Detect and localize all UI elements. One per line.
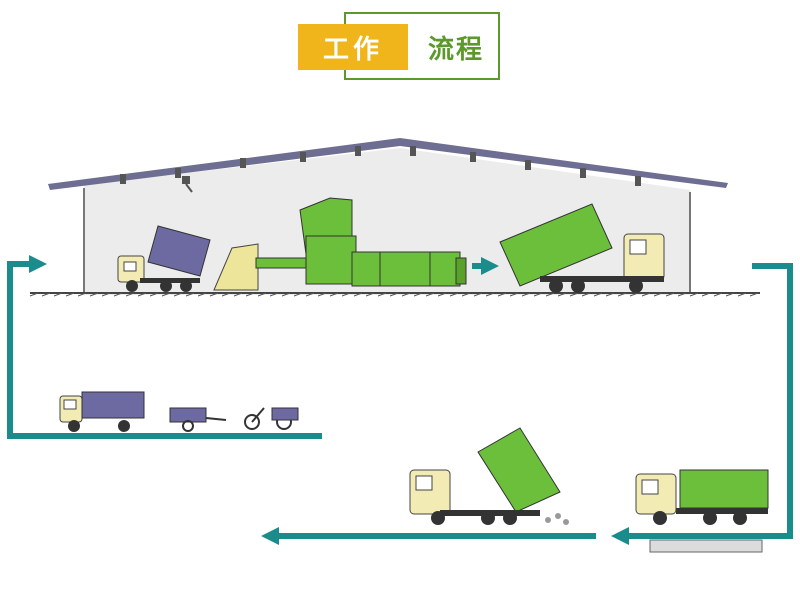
flow-lines bbox=[7, 255, 793, 545]
hook-lift-truck-icon bbox=[409, 427, 569, 525]
title-part2: 流程 bbox=[427, 34, 484, 65]
tricycle-icon bbox=[244, 407, 299, 430]
truck-icon bbox=[59, 391, 145, 432]
truck-icon bbox=[117, 225, 211, 292]
title-part1: 工作 bbox=[298, 24, 408, 70]
hook-lift-truck-icon bbox=[499, 203, 665, 293]
cart-icon bbox=[169, 407, 227, 432]
hook-lift-truck-icon bbox=[635, 469, 769, 553]
compactor-icon bbox=[213, 197, 467, 291]
diagram-title: 工作 流程 bbox=[298, 12, 502, 82]
